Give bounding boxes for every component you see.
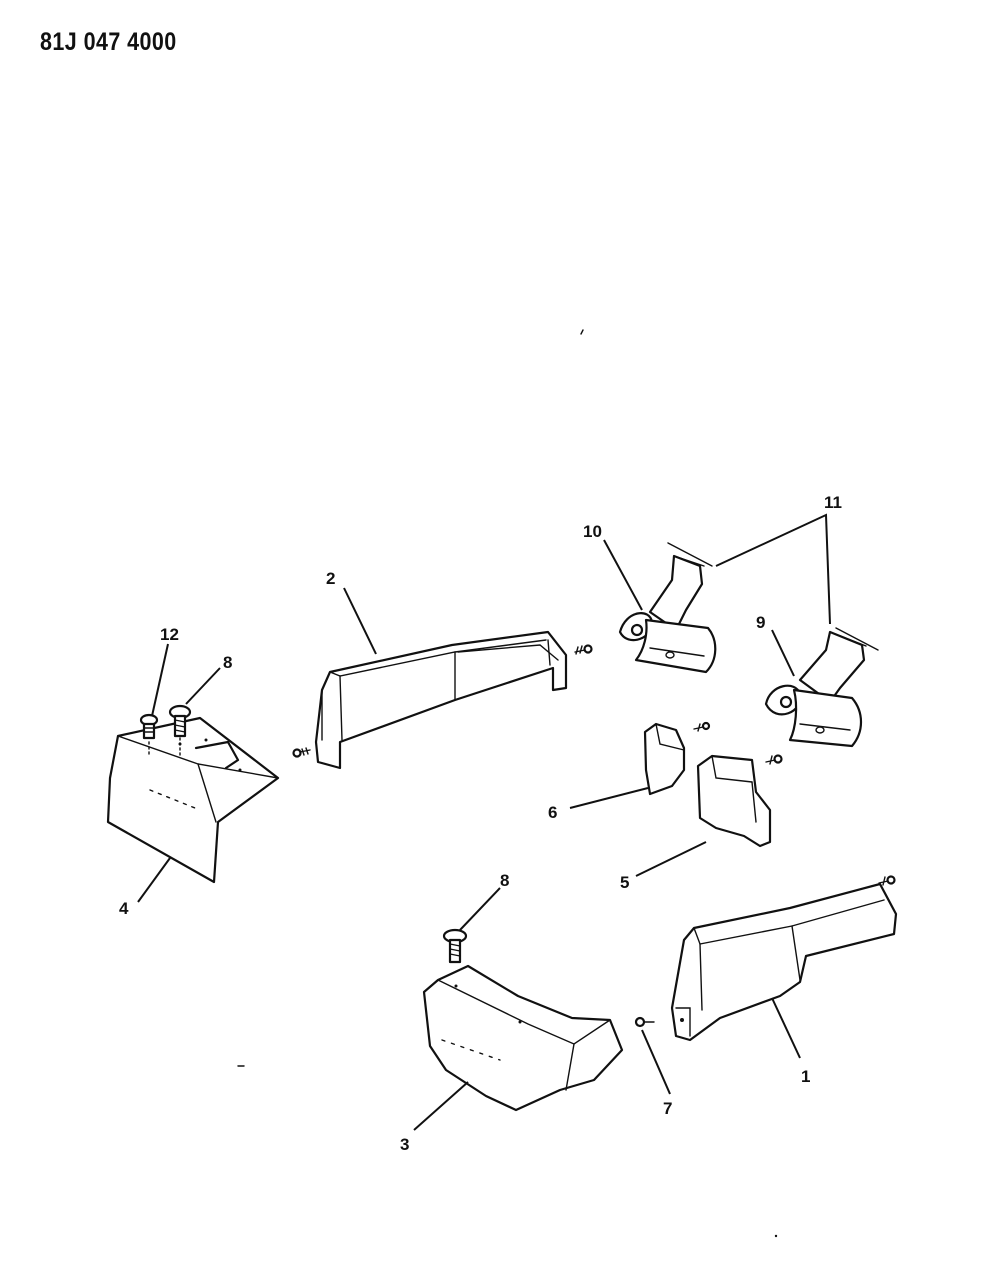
callout-10: 10 xyxy=(583,522,602,541)
callout-4: 4 xyxy=(119,899,129,918)
callout-8-middle: 8 xyxy=(500,871,509,890)
part-8-bolt-middle xyxy=(442,928,468,964)
callout-9: 9 xyxy=(756,613,765,632)
callout-labels: 1 2 3 4 5 6 7 8 8 9 10 11 12 xyxy=(119,493,842,1154)
callout-1: 1 xyxy=(801,1067,810,1086)
part-10-hanger xyxy=(618,554,717,674)
diagram-id: 81J 047 4000 xyxy=(40,28,177,56)
scan-specks xyxy=(237,329,778,1238)
screw-part-6 xyxy=(693,721,711,732)
callout-7: 7 xyxy=(663,1099,672,1118)
part-4-cover xyxy=(106,716,280,884)
callout-6: 6 xyxy=(548,803,557,822)
part-9-hanger xyxy=(764,630,867,748)
part-12-bolt xyxy=(139,713,159,757)
part-5-bracket xyxy=(696,754,772,848)
callout-12: 12 xyxy=(160,625,179,644)
callout-3: 3 xyxy=(400,1135,409,1154)
part-11-strips xyxy=(667,542,879,651)
screw-part-2-right xyxy=(574,644,593,655)
part-2-bracket xyxy=(314,630,568,770)
callout-5: 5 xyxy=(620,873,629,892)
screw-part-5 xyxy=(765,754,783,765)
part-1-bracket xyxy=(670,882,898,1042)
callout-8-left: 8 xyxy=(223,653,232,672)
part-8-bolt-left xyxy=(168,704,192,757)
part-6-plate xyxy=(643,722,686,796)
part-7-clip xyxy=(634,1016,655,1028)
part-3-shroud xyxy=(422,964,624,1112)
screw-part-2-left xyxy=(292,747,311,758)
screw-part-1 xyxy=(878,875,896,886)
leader-lines xyxy=(137,513,831,1131)
callout-11: 11 xyxy=(824,493,842,512)
callout-2: 2 xyxy=(326,569,335,588)
